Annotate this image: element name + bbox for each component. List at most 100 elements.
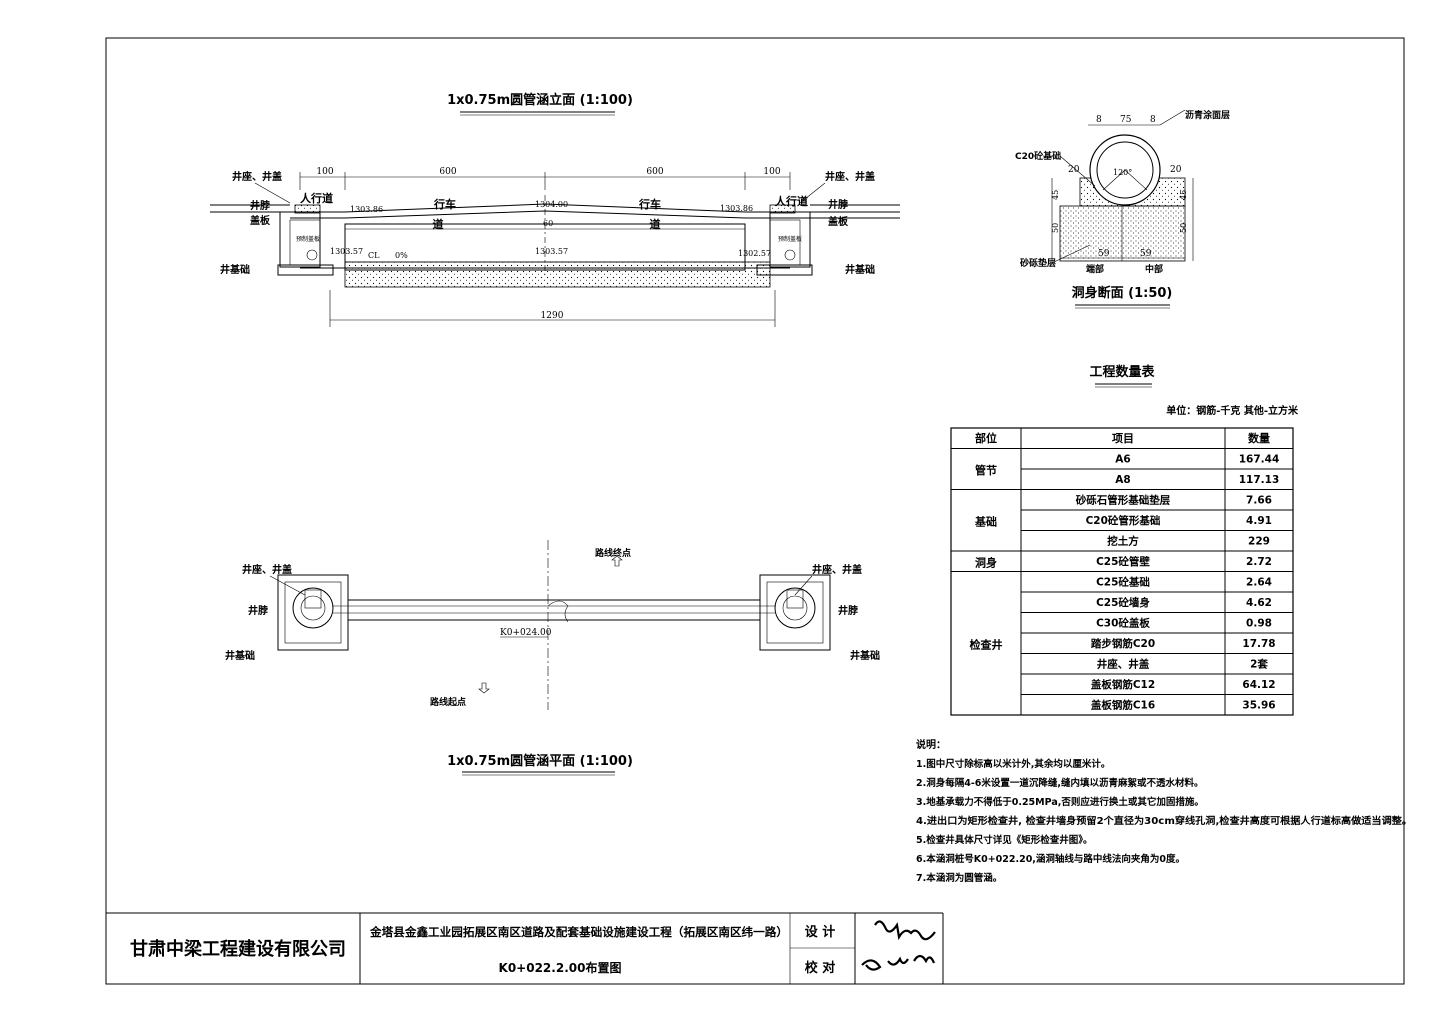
qty-header: 部位 — [975, 431, 997, 445]
sec-v50-left: 50 — [1051, 223, 1060, 233]
lbl-well-neck-left: 井脖 — [250, 199, 270, 212]
elev-bot-left: 1303.57 — [330, 247, 363, 256]
elevation-view: 1x0.75m圆管涵立面 (1:100) 100 600 600 100 — [210, 92, 900, 327]
road-left: 行车 — [433, 197, 456, 211]
sec-side-20b: 20 — [1170, 165, 1182, 175]
sidewalk-right: 人行道 — [775, 194, 808, 208]
sidewalk-left: 人行道 — [300, 191, 333, 205]
plan-lbl-neck-left: 井脖 — [248, 604, 268, 617]
plan-chainage: K0+024.00 — [500, 628, 552, 638]
sec-lbl-c20: C20砼基础 — [1015, 150, 1061, 162]
note-4: 4.进出口为矩形检查井, 检查井墙身预留2个直径为30cm穿线孔洞,检查井高度可… — [916, 815, 1412, 827]
dim-100-right: 100 — [763, 167, 780, 177]
road-left-2: 道 — [433, 217, 444, 231]
road-right-2: 道 — [650, 217, 661, 231]
precast-cover-left: 预制盖板 — [296, 235, 320, 243]
section-view: 8 75 8 沥青涂面层 120° C20砼基础 20 20 45 50 45 … — [1015, 109, 1230, 309]
qty-value: 17.78 — [1242, 638, 1275, 650]
notes-heading: 说明： — [916, 738, 946, 751]
qty-part: 管节 — [975, 463, 997, 477]
sec-dim-75: 75 — [1120, 115, 1132, 125]
note-1: 1.图中尺寸除标高以米计外,其余均以厘米计。 — [916, 758, 1110, 770]
lbl-well-seat-left: 井座、井盖 — [232, 170, 282, 183]
plan-lbl-neck-right: 井脖 — [838, 604, 858, 617]
lbl-cover-left: 盖板 — [250, 214, 271, 227]
note-3: 3.地基承载力不得低于0.25MPa,否则应进行换土或其它加固措施。 — [916, 796, 1204, 808]
sec-dim-8b: 8 — [1150, 115, 1156, 125]
qty-value: 229 — [1248, 536, 1270, 548]
note-7: 7.本涵洞为圆管涵。 — [916, 872, 1002, 884]
notes: 说明： 1.图中尺寸除标高以米计外,其余均以厘米计。 2.洞身每隔4-6米设置一… — [916, 738, 1412, 884]
sec-v50-right: 50 — [1179, 223, 1188, 233]
plan-view: K0+024.00 路线终点 路线起点 井座、井盖 井脖 井基础 井座、井盖 井… — [225, 540, 880, 776]
qty-value: 0.98 — [1246, 618, 1272, 630]
plan-lbl-seat-left: 井座、井盖 — [242, 563, 292, 576]
dim-600-left: 600 — [439, 167, 456, 177]
qty-item: 盖板钢筋C16 — [1091, 699, 1155, 712]
qty-item: 砂砾石管形基础垫层 — [1075, 494, 1171, 507]
plan-route-start: 路线起点 — [430, 696, 466, 708]
qty-value: 167.44 — [1239, 454, 1280, 466]
sec-v45-left: 45 — [1051, 190, 1060, 200]
precast-cover-right: 预制盖板 — [778, 235, 802, 243]
sec-lbl-gravel: 砂砾垫层 — [1020, 257, 1056, 269]
elev-top-mid: 1304.00 — [535, 200, 568, 209]
qty-part: 洞身 — [975, 555, 997, 569]
dim-100-left: 100 — [316, 167, 333, 177]
tb-company: 甘肃中梁工程建设有限公司 — [130, 938, 346, 960]
qty-item: 挖土方 — [1107, 535, 1139, 548]
plan-lbl-seat-right: 井座、井盖 — [812, 563, 862, 576]
sec-bot-59a: 59 — [1098, 249, 1110, 259]
dim-600-right: 600 — [646, 167, 663, 177]
qty-value: 35.96 — [1242, 700, 1275, 712]
road-right: 行车 — [638, 197, 661, 211]
tb-drawing: K0+022.2.00布置图 — [499, 960, 622, 975]
plan-title: 1x0.75m圆管涵平面 (1:100) — [447, 753, 633, 769]
note-2: 2.洞身每隔4-6米设置一道沉降缝,缝内填以沥青麻絮或不透水材料。 — [916, 777, 1204, 789]
signature-design — [874, 920, 936, 941]
qty-item: 盖板钢筋C12 — [1091, 678, 1155, 691]
elev-top-right: 1303.86 — [720, 204, 753, 213]
elevation-title: 1x0.75m圆管涵立面 (1:100) — [447, 92, 633, 108]
qty-item: C25砼墙身 — [1096, 596, 1150, 609]
sec-angle: 120° — [1113, 168, 1132, 177]
plan-lbl-base-right: 井基础 — [850, 649, 880, 662]
sec-lbl-asphalt: 沥青涂面层 — [1185, 109, 1230, 121]
signature-check — [861, 954, 936, 971]
qty-item: C25砼基础 — [1096, 576, 1150, 589]
qty-value: 64.12 — [1242, 679, 1275, 691]
qty-item: C20砼管形基础 — [1086, 514, 1161, 527]
tb-check: 校 对 — [805, 960, 836, 976]
elev-bot-right: 1302.57 — [738, 249, 771, 258]
sec-lbl-end: 端部 — [1086, 263, 1104, 275]
lbl-cover-right: 盖板 — [828, 215, 849, 228]
qty-value: 2.64 — [1246, 577, 1272, 589]
sec-lbl-mid: 中部 — [1145, 263, 1163, 275]
qty-item: A6 — [1115, 454, 1130, 466]
title-block: 甘肃中梁工程建设有限公司 金塔县金鑫工业园拓展区南区道路及配套基础设施建设工程（… — [106, 912, 944, 984]
qty-value: 7.66 — [1246, 495, 1272, 507]
qty-header: 数量 — [1248, 431, 1270, 445]
qty-value: 117.13 — [1239, 474, 1280, 486]
sec-dim-8a: 8 — [1096, 115, 1102, 125]
lbl-well-base-left: 井基础 — [220, 263, 250, 276]
note-5: 5.检查井具体尺寸详见《矩形检查井图》。 — [916, 834, 1092, 846]
slope-0: 0% — [395, 251, 408, 260]
section-title: 洞身断面 (1:50) — [1072, 285, 1173, 301]
qty-unit: 单位：钢筋-千克 其他-立方米 — [1166, 404, 1299, 417]
lbl-well-seat-right: 井座、井盖 — [825, 170, 875, 183]
qty-part: 基础 — [974, 514, 997, 528]
sec-v45-right: 45 — [1179, 190, 1188, 200]
sec-bot-59b: 59 — [1140, 249, 1152, 259]
plan-route-end: 路线终点 — [595, 547, 631, 559]
lbl-well-neck-right: 井脖 — [828, 198, 848, 211]
lbl-well-base-right: 井基础 — [845, 263, 875, 276]
qty-value: 4.62 — [1246, 597, 1272, 609]
qty-item: A8 — [1115, 474, 1130, 486]
dim-1290: 1290 — [541, 311, 564, 321]
cl-label: CL — [368, 251, 380, 260]
qty-item: C30砼盖板 — [1096, 617, 1150, 630]
sec-side-20a: 20 — [1068, 165, 1080, 175]
